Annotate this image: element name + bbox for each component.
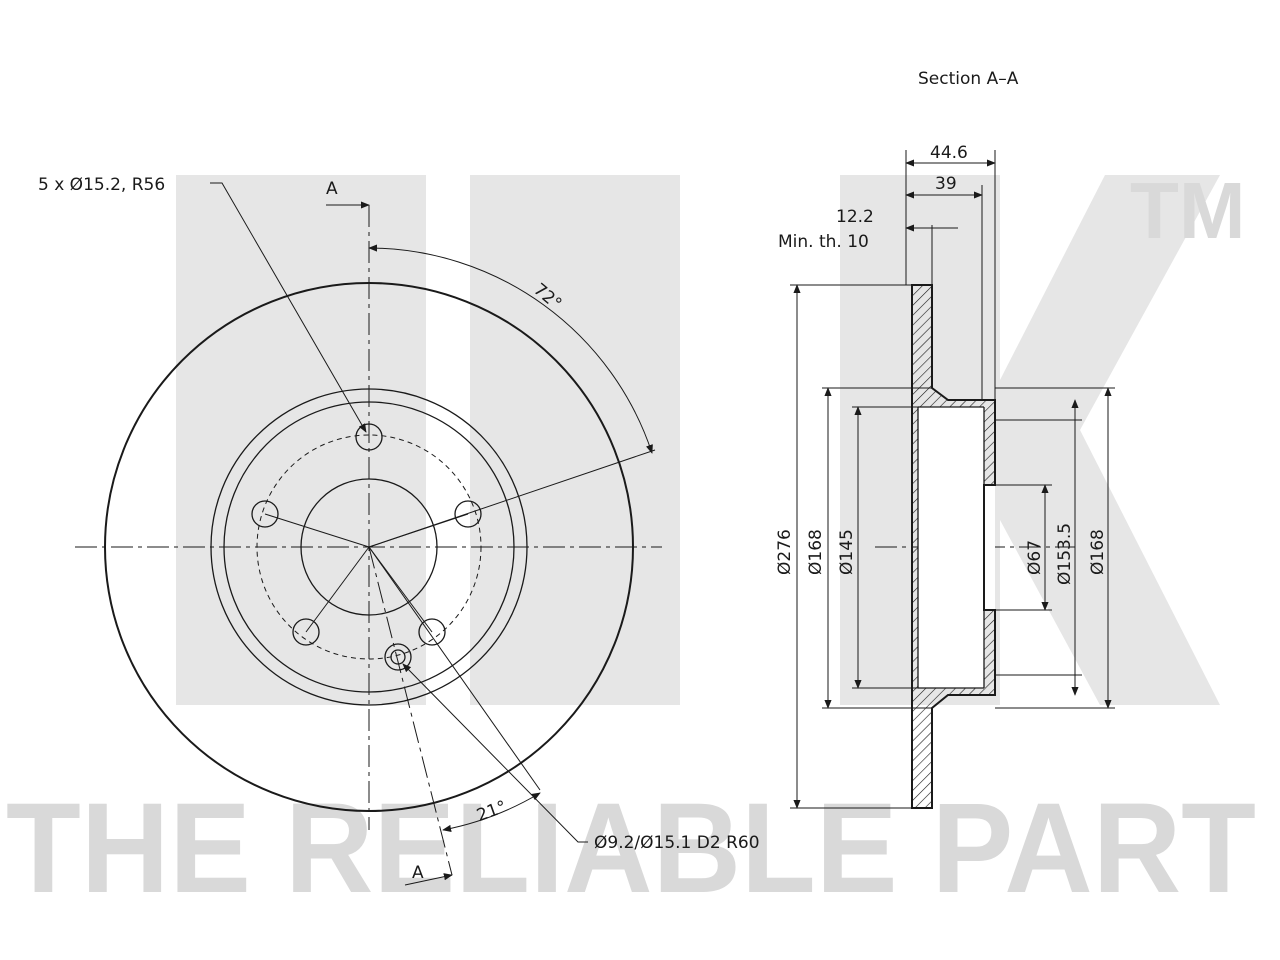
angle-arc-72 xyxy=(368,244,653,454)
dia-bolt-circle: Ø153.5 xyxy=(1055,523,1075,585)
radial-line xyxy=(264,513,370,548)
bore-cavity xyxy=(984,485,995,610)
dia-hat-inner: Ø145 xyxy=(837,529,857,575)
bolt-holes-label: 5 x Ø15.2, R56 xyxy=(38,175,165,195)
section-title: Section A–A xyxy=(918,69,1019,89)
pin-hole-outer xyxy=(384,643,412,671)
bolt-hole-leader xyxy=(210,182,367,433)
bolt-hole xyxy=(292,618,320,646)
pin-hole-leader xyxy=(402,663,588,843)
bolt-hole xyxy=(418,618,446,646)
min-thickness-label: Min. th. 10 xyxy=(778,232,869,252)
angle-reference-line xyxy=(368,449,656,548)
dia-outer: Ø276 xyxy=(775,529,795,575)
dim-thickness: 12.2 xyxy=(836,207,874,227)
bolt-hole xyxy=(454,500,482,528)
section-view: Section A–A 44.6 39 12.2 Min. th. 10 Ø27… xyxy=(775,69,1115,809)
pin-reference-line xyxy=(368,546,541,791)
radial-line xyxy=(305,546,370,633)
hat-cavity xyxy=(918,407,984,688)
logo-block-mid xyxy=(470,175,680,705)
section-marker-bottom: A xyxy=(412,863,424,883)
dia-hat-outer-left: Ø168 xyxy=(806,529,826,575)
dim-total-width: 44.6 xyxy=(930,143,968,163)
trademark-mark: TM xyxy=(1130,166,1246,255)
pin-holes-label: Ø9.2/Ø15.1 D2 R60 xyxy=(594,833,760,853)
pin-hole-inner xyxy=(390,649,406,665)
bolt-hole xyxy=(251,500,279,528)
section-cut-line xyxy=(368,546,453,876)
dia-hat-outer-right: Ø168 xyxy=(1088,529,1108,575)
angle-arc-21 xyxy=(442,792,541,832)
bolt-circle xyxy=(256,434,482,660)
section-arrow-bottom xyxy=(404,873,453,886)
pin-hole xyxy=(384,643,412,671)
center-bore xyxy=(300,478,438,616)
dia-center-bore: Ø67 xyxy=(1025,540,1045,575)
dim-hat-depth: 39 xyxy=(935,174,957,194)
tagline-watermark: THE RELIABLE PART xyxy=(6,777,1256,920)
section-marker-top: A xyxy=(326,179,338,199)
